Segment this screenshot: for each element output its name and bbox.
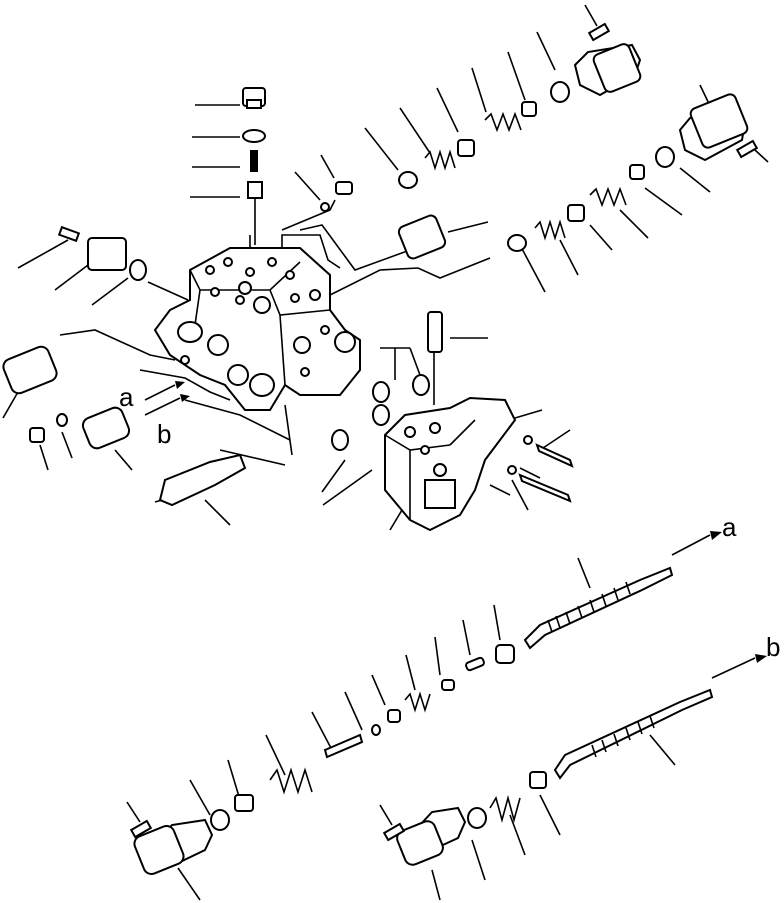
upper-spool-parts-row1	[320, 22, 642, 212]
lower-spool-b-assembly	[382, 654, 767, 866]
right-valve-block	[384, 311, 574, 532]
upper-arrows	[144, 381, 190, 416]
arrow-label-lower-b: b	[766, 632, 780, 662]
arrow-label-lower-a: a	[722, 512, 737, 542]
arrow-label-upper-a: a	[119, 382, 134, 412]
left-cover-parts	[2, 225, 147, 450]
upper-spool-parts-row2	[397, 93, 759, 260]
leader-lines	[2, 4, 769, 901]
left-spool-part	[154, 453, 247, 507]
center-o-rings	[331, 374, 430, 451]
arrow-label-upper-b: b	[157, 419, 171, 449]
main-valve-body	[153, 247, 361, 411]
lower-spool-a-assembly	[129, 531, 722, 875]
top-plug-stack	[242, 87, 266, 245]
